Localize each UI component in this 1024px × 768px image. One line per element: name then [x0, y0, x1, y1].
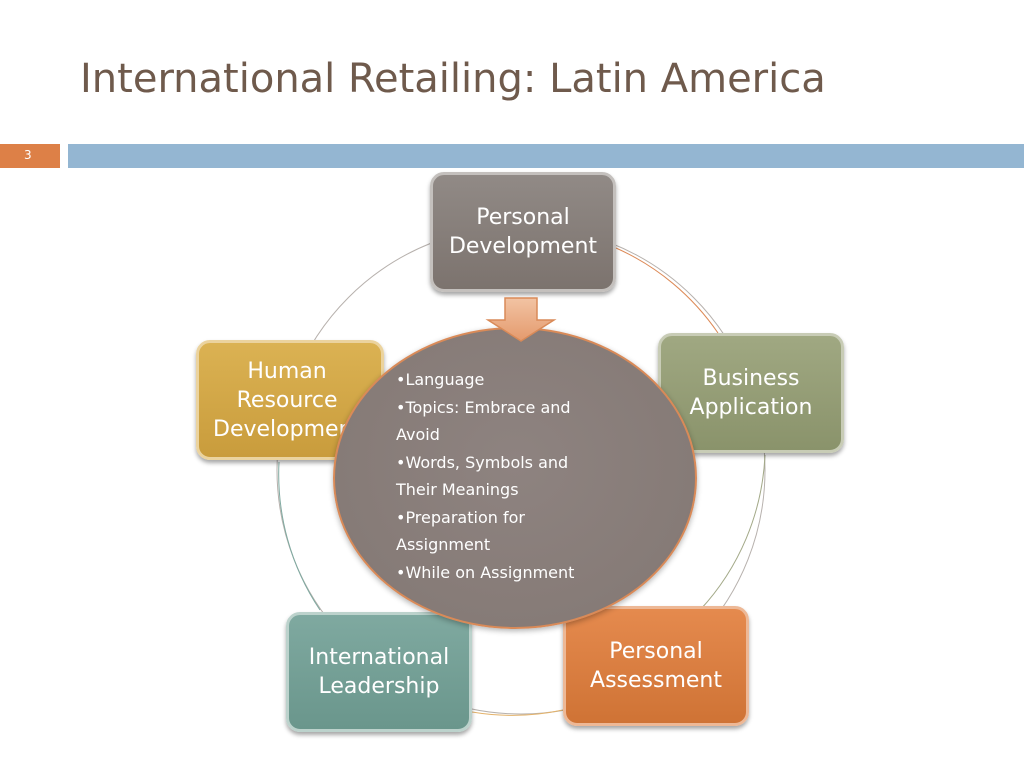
- ring-segment-gold: [471, 709, 564, 716]
- slide-number: 3: [24, 148, 32, 162]
- down-arrow-shape: [485, 297, 557, 342]
- node-human-resource-line3: Development: [213, 416, 362, 442]
- node-human-resource-line2: Resource: [236, 387, 338, 413]
- bullet-item: •Language: [396, 370, 485, 389]
- node-business-application: Business Application: [658, 333, 844, 453]
- ring-segment-green: [699, 454, 766, 611]
- node-personal-assessment-line2: Assessment: [590, 668, 722, 693]
- node-personal-assessment-line1: Personal: [609, 639, 703, 664]
- slide-title: International Retailing: Latin America: [80, 56, 826, 102]
- bullet-item: •Topics: Embrace and Avoid: [396, 397, 571, 445]
- node-human-resource-line1: Human: [247, 358, 327, 384]
- node-personal-development-line1: Personal: [476, 205, 570, 230]
- slide-number-badge: 3: [0, 144, 60, 168]
- ring-segment-teal: [278, 461, 321, 611]
- node-personal-development-line2: Development: [448, 234, 598, 259]
- node-personal-assessment: Personal Assessment: [563, 606, 749, 726]
- ring-segment-orange: [615, 247, 719, 334]
- node-international-leadership-line1: International: [308, 645, 450, 670]
- node-personal-development: Personal Development: [430, 172, 616, 292]
- center-bullet-list: •Language •Topics: Embrace and Avoid •Wo…: [396, 366, 606, 586]
- header-band: [68, 144, 1024, 168]
- node-business-application-line1: Business: [702, 366, 800, 391]
- node-business-application-line2: Application: [689, 395, 813, 420]
- node-international-leadership-line2: Leadership: [318, 674, 440, 699]
- node-international-leadership: International Leadership: [286, 612, 472, 732]
- bullet-item: •While on Assignment: [396, 562, 575, 582]
- bullet-item: •Preparation for Assignment: [396, 507, 525, 555]
- bullet-item: •Words, Symbols and Their Meanings: [396, 452, 569, 500]
